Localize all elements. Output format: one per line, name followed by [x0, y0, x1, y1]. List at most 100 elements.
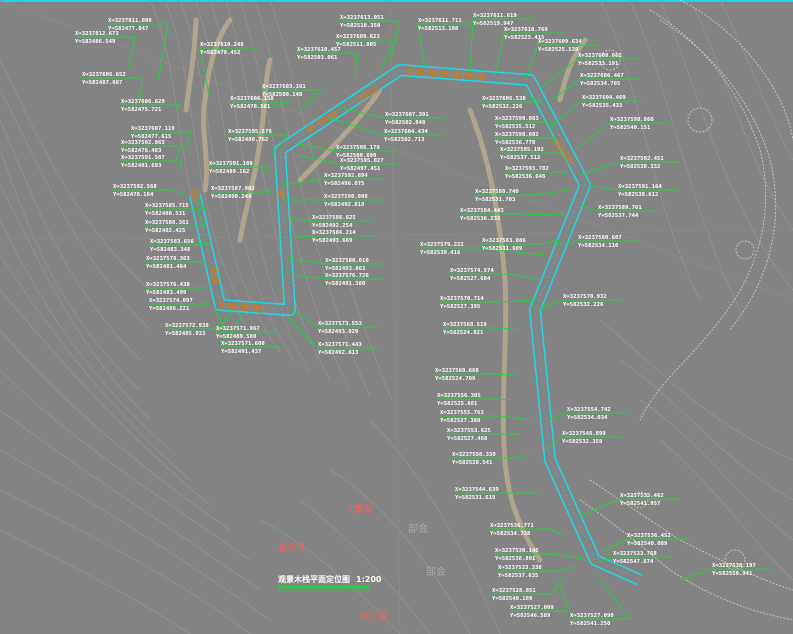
- coordinate-x-label: X=3237533.768: [613, 551, 657, 557]
- leader-line: [121, 104, 182, 111]
- leader-line: [498, 566, 576, 572]
- leader-line: [211, 189, 272, 193]
- coordinate-y-label: Y=582532.226: [563, 302, 604, 308]
- coordinate-y-label: Y=582539.612: [618, 192, 658, 198]
- leader-line: [220, 313, 281, 348]
- coordinate-y-label: Y=582525.539: [538, 47, 579, 53]
- coordinate-x-label: X=3237609.634: [538, 39, 582, 45]
- coordinate-x-label: X=3237554.742: [567, 407, 611, 413]
- coordinate-y-label: Y=582513.198: [418, 26, 459, 32]
- coordinate-x-label: X=3237586.214: [312, 230, 356, 236]
- coordinate-y-label: Y=582492.254: [312, 223, 353, 229]
- coordinate-y-label: Y=582534.705: [580, 81, 620, 87]
- coordinate-y-label: Y=582546.589: [510, 613, 551, 619]
- coordinate-y-label: Y=582541.250: [570, 621, 611, 627]
- coordinate-x-label: X=3237588.740: [475, 189, 519, 195]
- coordinate-y-label: Y=582540.189: [492, 596, 533, 602]
- coordinate-x-label: X=3237583.656: [150, 239, 194, 245]
- leader-line: [82, 77, 143, 101]
- leader-line: [452, 454, 531, 459]
- coordinate-x-label: X=3237530.197: [712, 563, 756, 569]
- coordinate-y-label: Y=582477.615: [131, 134, 171, 140]
- leader-line: [495, 137, 556, 144]
- leader-line: [505, 171, 566, 175]
- leader-line: [551, 78, 640, 101]
- coordinate-x-label: X=3237550.339: [452, 452, 496, 458]
- leader-line: [75, 36, 136, 69]
- coordinate-y-label: Y=582487.667: [82, 80, 122, 86]
- leader-line: [292, 142, 396, 152]
- leader-line: [574, 122, 670, 151]
- coordinate-y-label: Y=582492.613: [318, 350, 358, 356]
- coordinate-x-label: X=3237591.180: [209, 161, 253, 167]
- coordinate-x-label: X=3237556.305: [437, 393, 481, 399]
- coordinate-x-label: X=3237536.452: [627, 533, 671, 539]
- leader-line: [435, 373, 516, 376]
- coordinate-x-label: X=3237574.574: [450, 268, 494, 274]
- coordinate-x-label: X=3237533.338: [498, 565, 542, 571]
- leader-line: [281, 178, 384, 186]
- coordinate-y-label: Y=582531.703: [475, 197, 515, 203]
- coordinate-y-label: Y=582490.244: [211, 194, 252, 200]
- leader-line: [495, 553, 589, 561]
- coordinate-x-label: X=3237604.469: [582, 95, 626, 101]
- drawing-scale: 1:200: [356, 575, 382, 584]
- coordinate-x-label: X=3237607.119: [131, 126, 175, 132]
- coordinate-y-label: Y=582527.395: [440, 304, 480, 310]
- coordinate-y-label: Y=582536.648: [505, 174, 546, 180]
- coordinate-y-label: Y=582535.512: [495, 124, 535, 130]
- coordinate-x-label: X=3237608.661: [578, 53, 622, 59]
- coordinate-x-label: X=3237585.715: [145, 203, 189, 209]
- faint-area-label: 部会: [426, 565, 446, 578]
- coordinate-x-label: X=3237598.179: [336, 145, 380, 151]
- leader-line: [475, 189, 571, 196]
- leader-lines: [75, 18, 772, 620]
- coordinate-x-label: X=3237606.652: [82, 72, 126, 78]
- coordinate-y-label: Y=582533.191: [578, 61, 619, 67]
- leader-line: [510, 584, 571, 612]
- leader-line: [420, 247, 546, 256]
- leader-line: [495, 121, 556, 131]
- coordinate-y-label: Y=582523.415: [504, 35, 544, 41]
- coordinate-y-label: Y=582483.499: [146, 290, 187, 296]
- leader-line: [121, 145, 182, 161]
- coordinate-x-label: X=3237613.051: [340, 15, 384, 21]
- leader-line: [492, 577, 563, 595]
- leader-line: [583, 184, 678, 191]
- leader-line: [149, 299, 210, 305]
- coordinate-y-label: Y=582491.437: [221, 349, 261, 355]
- coordinate-x-label: X=3237592.451: [620, 156, 664, 162]
- leader-line: [557, 100, 642, 121]
- coordinate-y-label: Y=582524.709: [435, 376, 476, 382]
- place-name-label: 天仁湖: [360, 611, 387, 623]
- leader-line: [329, 117, 444, 136]
- leader-line: [291, 274, 385, 280]
- coordinate-y-label: Y=582511.005: [336, 42, 376, 48]
- leader-line: [340, 20, 401, 61]
- coordinate-y-label: Y=582535.433: [582, 103, 622, 109]
